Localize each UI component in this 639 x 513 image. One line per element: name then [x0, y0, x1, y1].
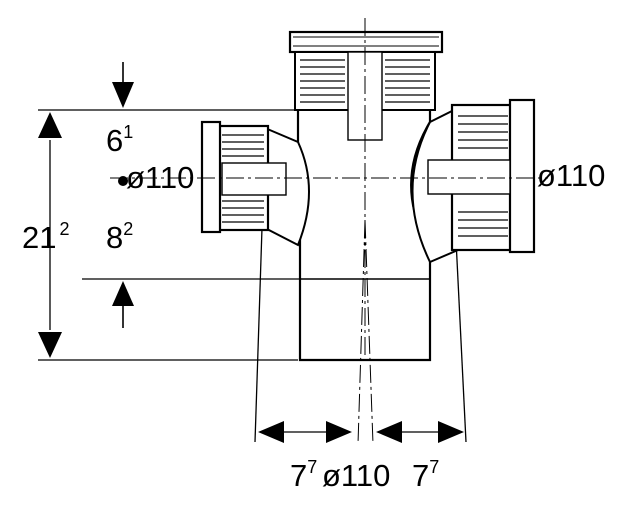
right-branch-socket: [411, 98, 536, 264]
left-diameter-label: ø110: [126, 160, 194, 195]
main-pipe-body: [296, 109, 432, 362]
left-branch-socket: [200, 120, 310, 247]
height-dimension-arrow: [38, 112, 62, 358]
bottom-up-arrow: [112, 281, 134, 328]
bottom-offset-label: 82: [106, 219, 133, 255]
bottom-diameter-label: ø110: [322, 458, 390, 493]
center-lines: [110, 18, 548, 445]
bottom-width-dimensions: [258, 421, 464, 443]
top-offset-label: 61: [106, 122, 133, 158]
right-width-label: 77: [412, 457, 439, 493]
top-socket: [288, 30, 444, 141]
top-down-arrow: [112, 62, 134, 108]
right-diameter-label: ø110: [537, 158, 605, 193]
left-width-label: 77: [290, 457, 317, 493]
extension-lines: [38, 109, 467, 443]
